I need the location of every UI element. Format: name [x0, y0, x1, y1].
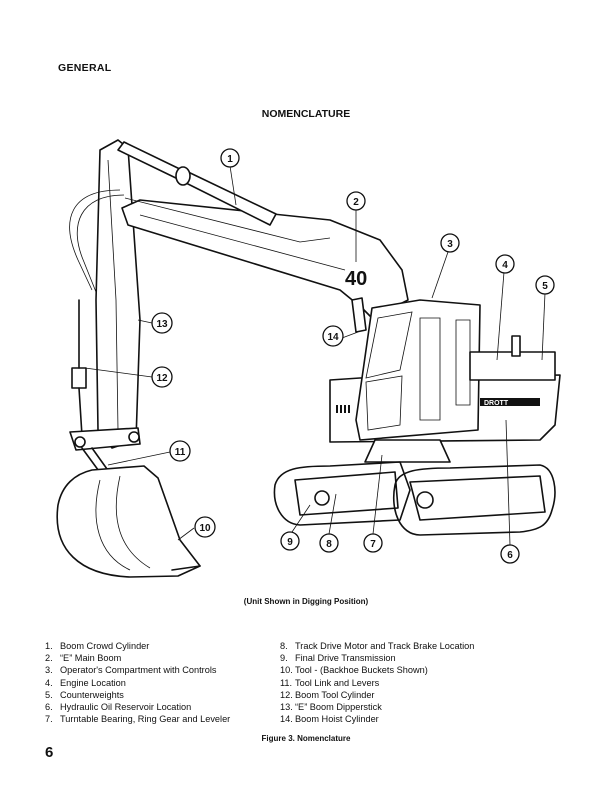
legend-item: 6.Hydraulic Oil Reservoir Location: [45, 702, 192, 713]
callout-13: 13: [151, 312, 173, 334]
svg-text:12: 12: [156, 373, 168, 384]
upper-structure: DROTT 40: [329, 268, 561, 443]
bucket: [56, 465, 201, 578]
svg-text:4: 4: [502, 260, 508, 271]
legend-left: 1.Boom Crowd Cylinder 2.“E” Main Boom 3.…: [45, 640, 230, 725]
callout-6: 6: [500, 544, 520, 564]
callout-1: 1: [220, 148, 240, 168]
figure-caption: Figure 3. Nomenclature: [261, 734, 351, 743]
legend-item: 4.Engine Location: [45, 677, 126, 688]
figure-title: NOMENCLATURE: [261, 108, 351, 120]
legend-item: 5.Counterweights: [45, 689, 124, 700]
svg-text:3: 3: [447, 239, 453, 250]
undercarriage: [273, 439, 556, 536]
page-number: 6: [45, 744, 54, 761]
legend-item: 14.Boom Hoist Cylinder: [280, 714, 379, 725]
svg-text:10: 10: [199, 523, 211, 534]
callout-3: 3: [440, 233, 460, 253]
legend-item: 1.Boom Crowd Cylinder: [45, 641, 150, 651]
svg-text:11: 11: [175, 447, 186, 458]
callout-2: 2: [346, 191, 366, 211]
legend-item: 10.Tool - (Backhoe Buckets Shown): [280, 665, 428, 676]
legend-item: 2.“E” Main Boom: [45, 653, 122, 664]
section-heading: GENERAL: [58, 62, 112, 74]
tool-link: [69, 427, 141, 479]
callout-7: 7: [363, 533, 383, 553]
leader-lines: [84, 165, 546, 546]
svg-text:14: 14: [327, 332, 339, 343]
legend-item: 11.Tool Link and Levers: [280, 677, 380, 688]
callout-8: 8: [319, 533, 339, 553]
brand-decal: DROTT: [484, 400, 509, 407]
svg-text:6: 6: [507, 550, 513, 561]
legend-item: 12.Boom Tool Cylinder: [280, 689, 375, 700]
svg-text:13: 13: [156, 319, 168, 330]
crowd-cylinder: [117, 141, 277, 226]
tool-cylinder: [71, 299, 87, 437]
hoist-cylinder: [351, 297, 367, 333]
callout-5: 5: [535, 275, 555, 295]
svg-text:8: 8: [326, 539, 332, 550]
svg-text:5: 5: [542, 281, 548, 292]
legend-item: 9.Final Drive Transmission: [280, 653, 396, 664]
boom-number-decal: 40: [345, 268, 367, 290]
callout-4: 4: [495, 254, 515, 274]
svg-text:1: 1: [227, 154, 233, 165]
dipperstick: [95, 139, 141, 449]
legend-item: 13.“E” Boom Dipperstick: [280, 702, 382, 713]
svg-text:2: 2: [353, 197, 359, 208]
callout-12: 12: [151, 366, 173, 388]
legend-item: 8.Track Drive Motor and Track Brake Loca…: [280, 641, 475, 651]
legend-item: 7.Turntable Bearing, Ring Gear and Level…: [45, 714, 231, 725]
excavator-illustration: DROTT 40 1 2 3 4 5 6 7 8 9 10 11: [56, 139, 561, 578]
callout-10: 10: [194, 516, 216, 538]
svg-text:7: 7: [370, 539, 376, 550]
figure-subcaption: (Unit Shown in Digging Position): [243, 597, 369, 606]
callout-14: 14: [322, 325, 344, 347]
legend-right: 8.Track Drive Motor and Track Brake Loca…: [280, 640, 474, 725]
svg-text:9: 9: [287, 537, 293, 548]
callout-9: 9: [280, 531, 300, 551]
callout-11: 11: [169, 440, 191, 462]
legend-item: 3.Operator's Compartment with Controls: [45, 665, 217, 676]
